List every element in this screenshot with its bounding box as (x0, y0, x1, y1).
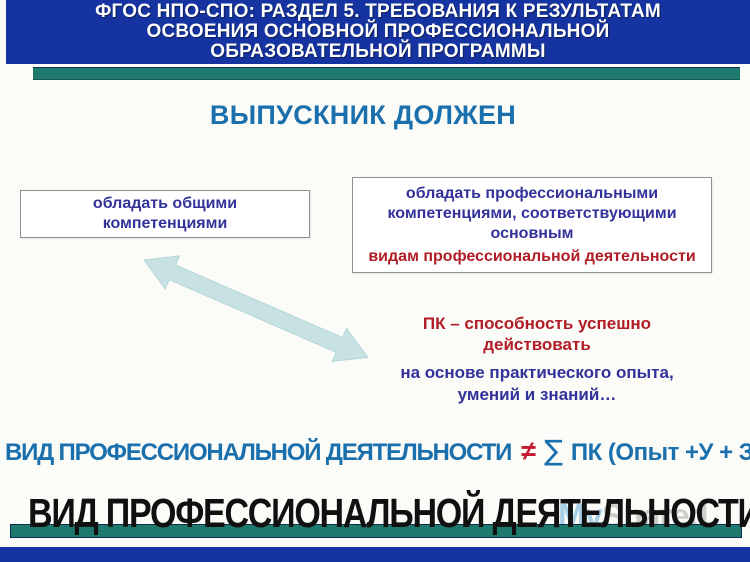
professional-competencies-text: обладать профессиональными компетенциями… (387, 184, 677, 242)
formula2-left: ВИД ПРОФЕССИОНАЛЬНОЙ ДЕЯТЕЛЬНОСТИ = (28, 490, 750, 536)
general-competencies-text: обладать общими компетенциями (92, 195, 238, 232)
top-divider-bar (33, 67, 740, 80)
formula1-left: ВИД ПРОФЕССИОНАЛЬНОЙ ДЕЯТЕЛЬНОСТИ (5, 439, 512, 466)
slide-title-banner: ФГОС НПО-СПО: РАЗДЕЛ 5. ТРЕБОВАНИЯ К РЕЗ… (6, 0, 750, 64)
bottom-divider-bar (10, 524, 742, 538)
not-equal-sign: ≠ (521, 436, 536, 466)
pk-definition: ПК – способность успешно действовать на … (382, 313, 692, 406)
formula-integral: ВИД ПРОФЕССИОНАЛЬНОЙ ДЕЯТЕЛЬНОСТИ =∫ПК х… (28, 476, 750, 541)
formula1-right: ПК (Опыт +У + З) (570, 439, 750, 466)
title-line-2: ОСВОЕНИЯ ОСНОВНОЙ ПРОФЕССИОНАЛЬНОЙ (146, 21, 610, 42)
formula-not-equal-sum: ВИД ПРОФЕССИОНАЛЬНОЙ ДЕЯТЕЛЬНОСТИ ≠ ∑ ПК… (5, 434, 750, 467)
section-heading: ВЫПУСКНИК ДОЛЖЕН (209, 100, 517, 130)
double-arrow-icon (143, 255, 369, 363)
double-arrow (136, 248, 380, 372)
sigma-sign: ∑ (543, 434, 563, 467)
title-line-1: ФГОС НПО-СПО: РАЗДЕЛ 5. ТРЕБОВАНИЯ К РЕЗ… (95, 1, 661, 22)
title-line-3: ОБРАЗОВАТЕЛЬНОЙ ПРОГРАММЫ (210, 41, 546, 62)
professional-competencies-box: обладать профессиональными компетенциями… (352, 177, 712, 273)
pk-definition-red: ПК – способность успешно действовать (422, 314, 652, 354)
general-competencies-box: обладать общими компетенциями (20, 190, 310, 238)
pk-definition-blue: на основе практического опыта, умений и … (400, 363, 674, 404)
bottom-blue-bar (0, 547, 750, 562)
activity-types-text: видам профессиональной деятельности (368, 247, 696, 265)
